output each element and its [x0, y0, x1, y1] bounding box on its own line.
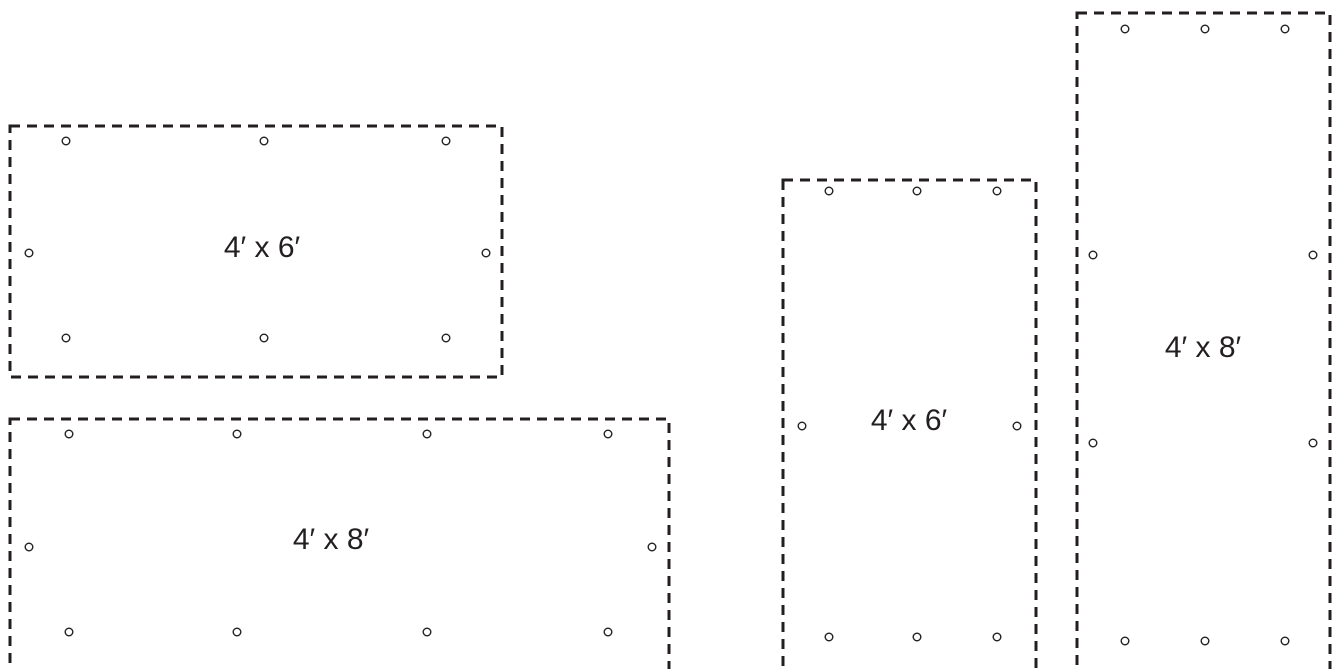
grommet-icon [992, 186, 1002, 196]
grommet-icon [824, 186, 834, 196]
panel-portrait-4x6: 4′ x 6′ [781, 178, 1038, 669]
panel-size-label: 4′ x 8′ [293, 523, 370, 556]
grommet-icon [912, 186, 922, 196]
panel-size-label: 4′ x 8′ [1165, 331, 1242, 364]
grommet-icon [912, 632, 922, 642]
grommet-icon [1088, 438, 1098, 448]
grommet-icon [24, 542, 34, 552]
grommet-icon [232, 627, 242, 637]
grommet-icon [1200, 24, 1210, 34]
grommet-icon [259, 136, 269, 146]
grommet-icon [24, 248, 34, 258]
grommet-icon [824, 632, 834, 642]
grommet-icon [1120, 636, 1130, 646]
grommet-icon [1280, 24, 1290, 34]
panel-outline [781, 178, 1038, 669]
grommet-icon [422, 627, 432, 637]
panel-outline [8, 124, 504, 379]
grommet-icon [1200, 636, 1210, 646]
grommet-icon [232, 429, 242, 439]
panel-outline [1075, 11, 1332, 669]
panel-size-label: 4′ x 6′ [871, 404, 948, 437]
grommet-icon [441, 136, 451, 146]
panel-outline [8, 417, 671, 669]
grommet-icon [61, 136, 71, 146]
grommet-icon [441, 333, 451, 343]
grommet-icon [1308, 438, 1318, 448]
grommet-icon [259, 333, 269, 343]
panel-landscape-4x8: 4′ x 8′ [8, 417, 671, 669]
grommet-icon [647, 542, 657, 552]
grommet-icon [797, 421, 807, 431]
grommet-icon [64, 429, 74, 439]
grommet-icon [1088, 250, 1098, 260]
grommet-icon [603, 627, 613, 637]
grommet-icon [603, 429, 613, 439]
grommet-icon [61, 333, 71, 343]
grommet-icon [481, 248, 491, 258]
panel-landscape-4x6: 4′ x 6′ [8, 124, 504, 379]
panel-size-label: 4′ x 6′ [224, 231, 301, 264]
grommet-icon [1012, 421, 1022, 431]
grommet-icon [64, 627, 74, 637]
grommet-icon [1280, 636, 1290, 646]
panel-portrait-4x8: 4′ x 8′ [1075, 11, 1332, 669]
grommet-icon [992, 632, 1002, 642]
grommet-icon [1308, 250, 1318, 260]
grommet-icon [422, 429, 432, 439]
grommet-icon [1120, 24, 1130, 34]
